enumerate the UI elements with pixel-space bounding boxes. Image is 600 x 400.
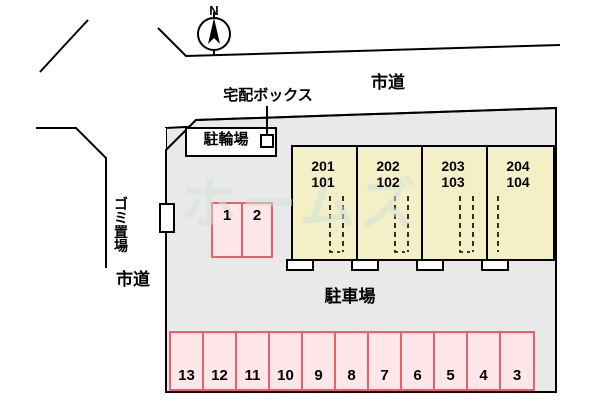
stall-label-2: 2 <box>252 207 262 224</box>
stall-label-4: 4 <box>479 367 488 384</box>
unit-lower-3: 103 <box>441 174 465 191</box>
road-left-label: 市道 <box>116 270 150 289</box>
stall-label-12: 12 <box>211 367 228 384</box>
stall-label-3: 3 <box>512 367 522 384</box>
road-left-middle-fragment <box>36 127 107 268</box>
unit-lower-1: 101 <box>311 174 335 191</box>
parking-stalls-bottom-row <box>169 331 535 391</box>
site-notch-shape <box>150 128 166 160</box>
parking-stalls-upper-left <box>211 202 273 258</box>
stall-label-10: 10 <box>277 367 294 384</box>
stall-label-11: 11 <box>244 367 261 384</box>
delivery-box-label: 宅配ボックス <box>223 87 313 104</box>
road-top-line-inner <box>195 107 557 121</box>
stall-label-6: 6 <box>413 367 422 384</box>
unit-lower-2: 102 <box>376 174 400 191</box>
stall-label-8: 8 <box>347 367 356 384</box>
stall-label-13: 13 <box>178 367 195 384</box>
delivery-box-marker <box>260 134 274 148</box>
parking-area-label: 駐車場 <box>324 287 376 306</box>
compass-north-label: N <box>209 3 219 18</box>
unit-upper-3: 203 <box>441 158 465 174</box>
trash-area-label: ゴ ミ 置 場 <box>114 196 128 254</box>
unit-upper-1: 201 <box>311 158 335 174</box>
stall-label-5: 5 <box>446 367 455 384</box>
stall-label-1: 1 <box>222 207 232 224</box>
unit-upper-2: 202 <box>376 158 400 174</box>
road-left-upper-fragment <box>39 19 89 73</box>
stall-label-9: 9 <box>314 367 323 384</box>
bicycle-parking-label: 駐輪場 <box>203 131 249 148</box>
unit-lower-4: 104 <box>506 174 530 191</box>
building-entrance-steps <box>286 259 509 271</box>
road-top-line-outer <box>157 27 561 58</box>
unit-upper-4: 204 <box>506 158 530 174</box>
compass-icon <box>197 12 231 56</box>
road-top-label: 市道 <box>371 73 405 92</box>
stall-label-7: 7 <box>380 367 389 384</box>
unit-stair-marks <box>329 196 499 253</box>
trash-area-box <box>159 203 175 233</box>
